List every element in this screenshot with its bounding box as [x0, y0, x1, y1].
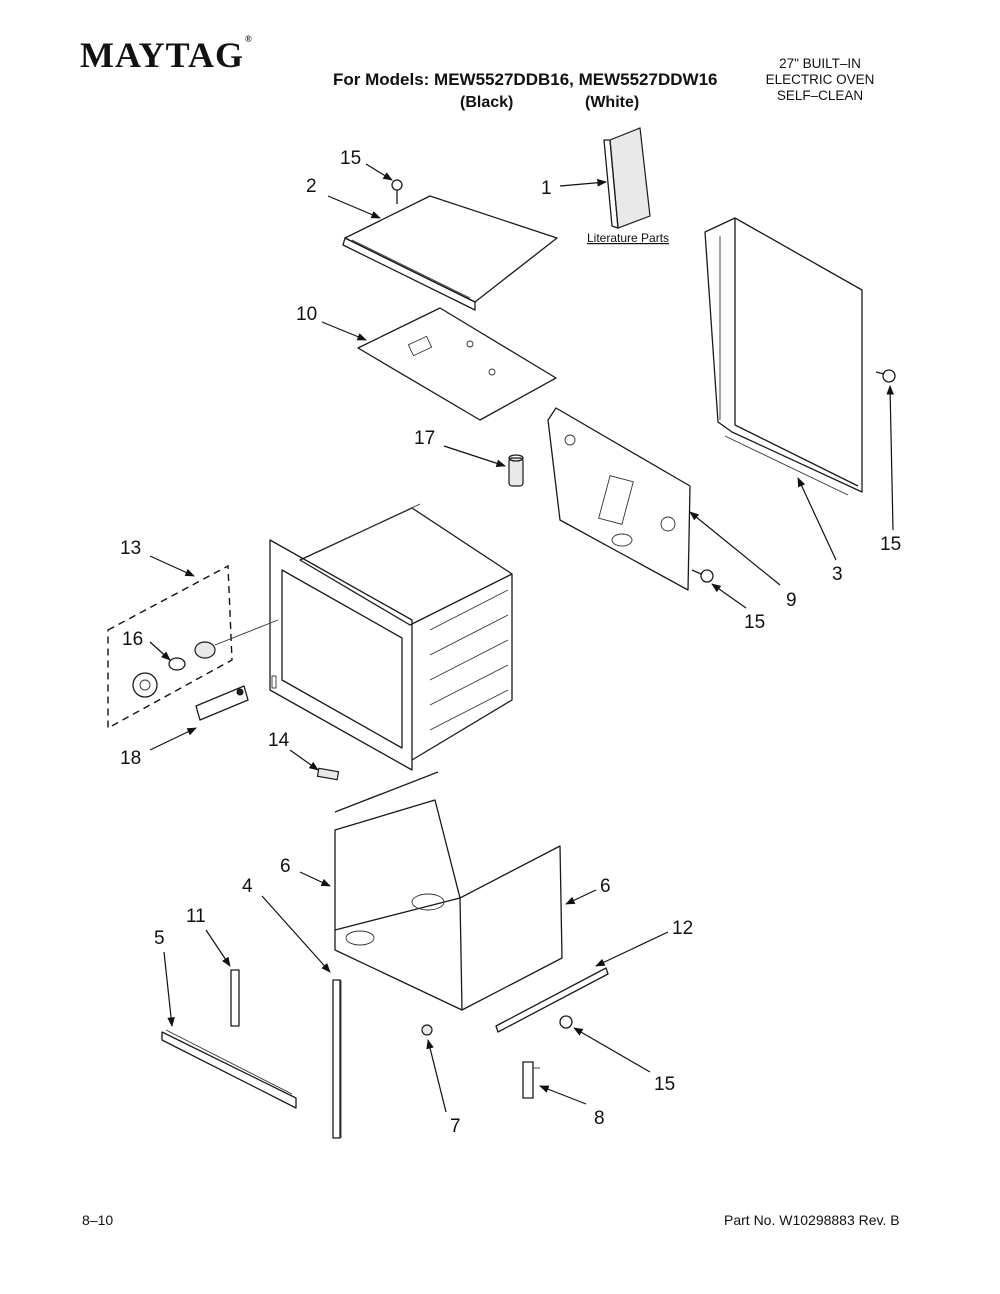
leader-6-left	[299, 871, 331, 887]
part-2-top-panel	[342, 195, 558, 311]
callout-16: 16	[122, 629, 143, 650]
variant-black: (Black)	[460, 94, 514, 111]
models-line: For Models: MEW5527DDB16, MEW5527DDW16	[333, 70, 718, 89]
control-knob	[132, 672, 158, 698]
page-number: 8–10	[82, 1212, 114, 1228]
leader-7	[426, 1039, 447, 1113]
leader-12	[595, 931, 669, 967]
part-15-screw-bottom	[559, 1015, 573, 1029]
part-5-trim	[161, 1029, 297, 1109]
leader-10	[321, 321, 367, 341]
callout-4: 4	[242, 876, 253, 897]
callout-14: 14	[268, 730, 290, 751]
callout-15-right: 15	[880, 534, 901, 555]
product-line-3: SELF–CLEAN	[776, 88, 864, 103]
part-16-knob	[168, 619, 279, 671]
callout-6-right: 6	[600, 876, 611, 897]
part-3-side-wrapper	[704, 217, 863, 496]
callout-15-lower: 15	[744, 612, 765, 633]
callout-12: 12	[672, 918, 693, 939]
part-17-cylinder	[508, 454, 524, 487]
leader-15-top	[365, 163, 393, 181]
leader-6-right	[565, 889, 597, 905]
callout-1: 1	[541, 178, 552, 199]
variant-white: (White)	[585, 94, 640, 111]
part-9-back-panel	[547, 407, 691, 591]
callout-8: 8	[594, 1108, 605, 1129]
callout-11: 11	[186, 906, 206, 927]
part-7-clip	[421, 1024, 433, 1036]
registered-mark: ®	[245, 34, 253, 44]
brand-logo: MAYTAG®	[80, 34, 253, 76]
part-11-bracket	[230, 969, 240, 1027]
part-15-screw-top	[391, 179, 403, 204]
leader-3	[797, 477, 837, 561]
part-6-lower-enclosure	[334, 799, 563, 1011]
part-13-control-group	[107, 564, 233, 730]
leader-1	[559, 178, 607, 187]
callout-5: 5	[154, 928, 165, 949]
part-15-screw-right	[875, 369, 896, 383]
callout-17: 17	[414, 428, 435, 449]
callout-18: 18	[120, 748, 141, 769]
brand-text: MAYTAG	[80, 35, 245, 75]
callout-7: 7	[450, 1116, 461, 1137]
leader-15-bottom	[573, 1027, 651, 1073]
leader-4	[261, 895, 331, 973]
part-15-screw-lower	[691, 569, 714, 583]
product-line-1: 27" BUILT–IN	[779, 56, 861, 71]
callout-6-left: 6	[280, 856, 291, 877]
leader-11	[205, 929, 231, 967]
part-12-rail	[495, 967, 609, 1033]
part-10-inner-panel	[357, 307, 557, 421]
part-1-literature	[603, 127, 651, 229]
callout-3: 3	[832, 564, 843, 585]
leader-16	[149, 641, 171, 661]
leader-15-right	[886, 385, 895, 531]
leader-18	[149, 727, 197, 751]
leader-8	[539, 1085, 587, 1105]
callout-15-top: 15	[340, 148, 361, 169]
leader-15-lower	[711, 583, 747, 609]
leader-2	[327, 195, 381, 219]
leader-17	[443, 445, 506, 467]
leader-14	[289, 749, 319, 771]
oven-front-frame	[269, 539, 413, 771]
part-18-latch	[195, 685, 249, 721]
callout-2: 2	[306, 176, 317, 197]
oven-cavity	[299, 503, 513, 761]
callout-13: 13	[120, 538, 141, 559]
callout-10: 10	[296, 304, 317, 325]
leader-13	[149, 555, 195, 577]
part-8-bracket	[522, 1061, 540, 1099]
part-4-trim	[332, 979, 342, 1139]
product-description: 27" BUILT–IN ELECTRIC OVEN SELF–CLEAN	[740, 56, 900, 104]
literature-parts-label: Literature Parts	[587, 231, 669, 245]
callout-9: 9	[786, 590, 797, 611]
part-number: Part No. W10298883 Rev. B	[724, 1212, 900, 1228]
leader-9	[689, 511, 781, 586]
part-14-rod	[316, 767, 439, 813]
product-line-2: ELECTRIC OVEN	[765, 72, 875, 87]
leader-5	[163, 951, 175, 1027]
callout-15-bottom: 15	[654, 1074, 675, 1095]
